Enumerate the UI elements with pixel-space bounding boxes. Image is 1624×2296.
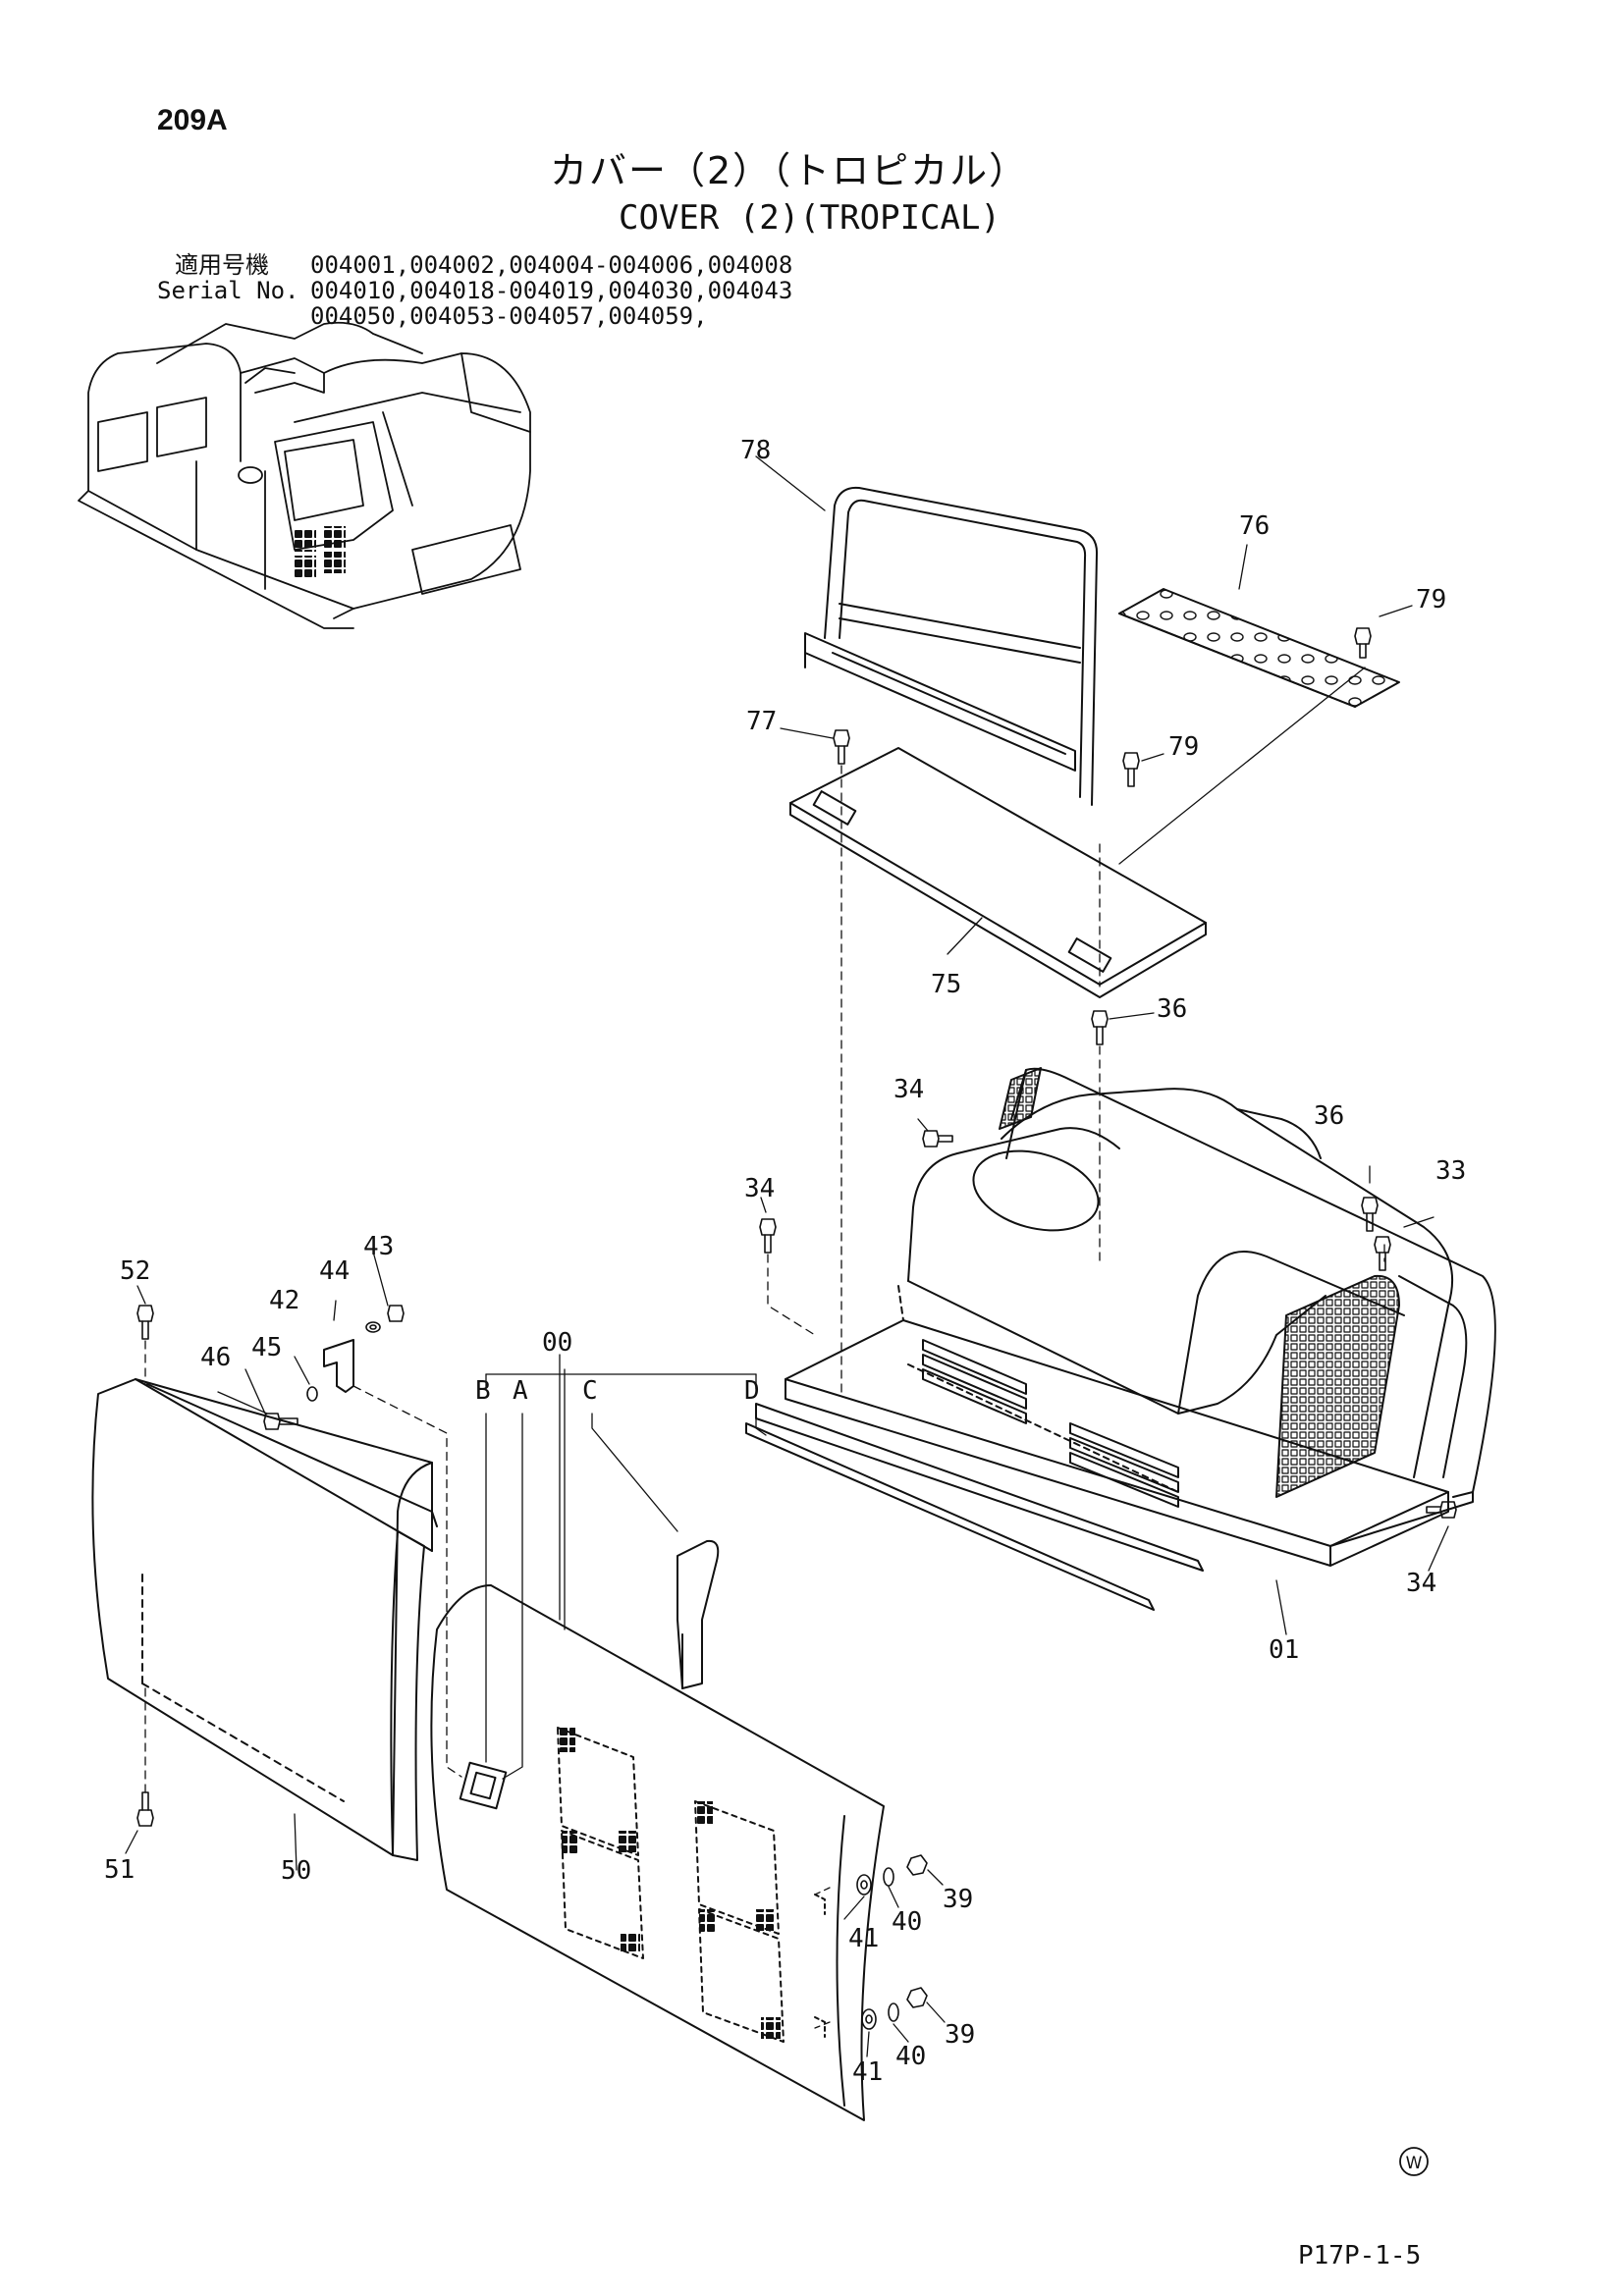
callout-34: 34 xyxy=(893,1075,925,1104)
washers-and-nuts xyxy=(306,1321,928,2030)
callout-75: 75 xyxy=(931,970,962,999)
callout-78: 78 xyxy=(740,436,772,465)
handrail-78 xyxy=(804,486,1099,806)
callout-79: 79 xyxy=(1416,585,1447,614)
callout-44: 44 xyxy=(319,1256,351,1286)
callout-b: B xyxy=(475,1376,491,1406)
callout-01: 01 xyxy=(1269,1635,1300,1665)
page-code: 209A xyxy=(157,104,228,136)
callout-41: 41 xyxy=(852,2057,884,2087)
serial-line-3: 004050,004053-004057,004059, xyxy=(310,302,708,330)
callout-43: 43 xyxy=(363,1232,395,1261)
callout-42: 42 xyxy=(269,1286,300,1315)
title-english: COVER (2)(TROPICAL) xyxy=(619,198,1001,238)
callout-40: 40 xyxy=(895,2042,927,2071)
callout-52: 52 xyxy=(120,1256,151,1286)
callout-00: 00 xyxy=(542,1328,573,1358)
callout-c: C xyxy=(582,1376,598,1406)
serial-line-1: 004001,004002,004004-004006,004008 xyxy=(310,251,793,279)
bracket-42 xyxy=(323,1339,354,1393)
base-plate-75 xyxy=(789,747,1207,998)
callout-34: 34 xyxy=(1406,1569,1437,1598)
title-japanese: カバー（2）（トロピカル） xyxy=(550,149,1029,192)
callout-41: 41 xyxy=(848,1924,880,1953)
circled-w-mark xyxy=(1399,2147,1429,2176)
circled-w-letter: W xyxy=(1406,2154,1423,2173)
callout-77: 77 xyxy=(746,707,778,736)
callout-36: 36 xyxy=(1314,1101,1345,1131)
callout-34: 34 xyxy=(744,1174,776,1203)
seal-strip xyxy=(677,1539,720,1689)
callout-79: 79 xyxy=(1168,732,1200,762)
callout-50: 50 xyxy=(281,1856,312,1886)
callout-51: 51 xyxy=(104,1855,135,1885)
callout-76: 76 xyxy=(1239,511,1271,541)
serial-label-en: Serial No. xyxy=(157,277,299,304)
serial-line-2: 004010,004018-004019,004030,004043 xyxy=(310,277,793,304)
engine-cover-01 xyxy=(745,1067,1496,1611)
side-door-50 xyxy=(91,1378,438,1861)
machine-overview-illustration xyxy=(78,321,531,629)
callout-33: 33 xyxy=(1435,1156,1467,1186)
callout-40: 40 xyxy=(892,1907,923,1937)
callout-39: 39 xyxy=(943,1885,974,1914)
callout-a: A xyxy=(513,1376,528,1406)
callout-36: 36 xyxy=(1157,994,1188,1024)
callout-45: 45 xyxy=(251,1333,283,1362)
bolts xyxy=(136,627,1457,1827)
serial-label-jp: 適用号機 xyxy=(175,251,269,279)
perforated-step-76 xyxy=(1118,588,1400,708)
callout-46: 46 xyxy=(200,1343,232,1372)
callout-d: D xyxy=(744,1376,760,1406)
leader-lines xyxy=(125,455,1449,2057)
side-door-00 xyxy=(430,1584,885,2121)
page-reference: P17P-1-5 xyxy=(1298,2241,1422,2270)
callout-39: 39 xyxy=(945,2020,976,2050)
